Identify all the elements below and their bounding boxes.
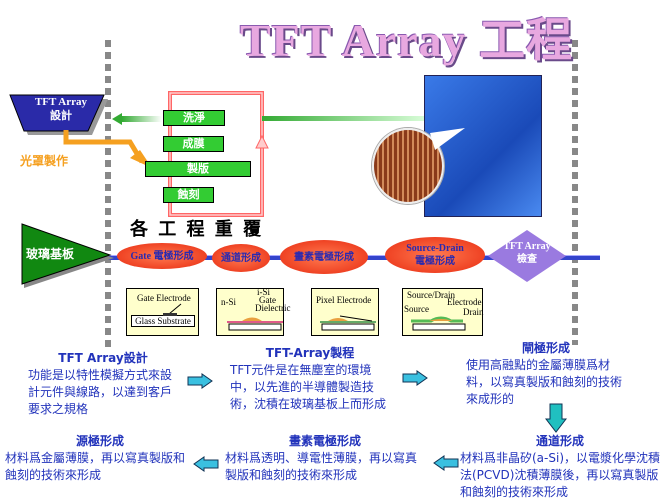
page-title: TFT Array 工程 — [240, 15, 574, 66]
arrow-right-icon — [187, 373, 213, 389]
repeat-label: 各 工 程 重 覆 — [130, 219, 264, 240]
glass-substrate-triangle — [21, 223, 114, 288]
diagram-channel: n-Si i-Si Gate Dielectric — [216, 287, 290, 336]
step-film: 成膜 — [163, 136, 224, 152]
arrow-down-icon — [545, 403, 567, 433]
glass-panel-image — [424, 75, 542, 217]
desc-channel: 通道形成材料爲非晶矽(a-Si)，以電漿化學沈積法(PCVD)沈積薄膜後，再以寫… — [460, 434, 660, 499]
diagram-gate: Gate Electrode Glass Substrate — [126, 288, 199, 336]
repeat-loop — [168, 91, 269, 217]
diagram-pixel: Pixel Electrode — [311, 288, 379, 336]
divider-left — [105, 40, 111, 350]
stage-pixel: 畫素電極形成 — [280, 240, 368, 274]
stage-gate: Gate 電極形成 — [117, 243, 207, 269]
arrow-left-icon — [433, 455, 459, 471]
wafer-image — [372, 128, 444, 204]
step-litho: 製版 — [145, 161, 251, 177]
desc-source: 源極形成材料爲金屬薄膜，再以寫真製版和蝕刻的技術來形成 — [5, 434, 186, 482]
photomask-label: 光罩製作 — [20, 154, 69, 168]
inspection-diamond — [488, 230, 566, 282]
stage-channel: 通道形成 — [212, 244, 270, 272]
design-label-1: TFT Array — [34, 96, 88, 108]
callout-pointer — [430, 128, 465, 150]
diagram-source-drain: Source/Drain Electrode Source Drain — [402, 288, 484, 336]
design-label-2: 設計 — [50, 110, 72, 122]
green-arrows — [112, 113, 430, 125]
divider-right — [572, 40, 578, 345]
desc-pixel: 畫素電極形成材料爲透明、導電性薄膜，再以寫真製版和蝕刻的技術來形成 — [225, 434, 418, 482]
design-trapezoid — [9, 94, 108, 135]
glass-substrate-label: 玻璃基板 — [26, 247, 75, 261]
desc-design: TFT Array設計功能是以特性模擬方式來設計元件與線路，以達到客戶要求之規格 — [28, 351, 173, 416]
step-clean: 洗淨 — [163, 110, 225, 126]
step-etch: 蝕刻 — [163, 187, 214, 203]
arrow-left-icon — [193, 456, 219, 472]
desc-gate: 閘極形成使用高融點的金屬薄膜爲材料，以寫真製版和蝕刻的技術來成形的 — [466, 341, 623, 406]
arrow-right-icon — [402, 370, 428, 386]
